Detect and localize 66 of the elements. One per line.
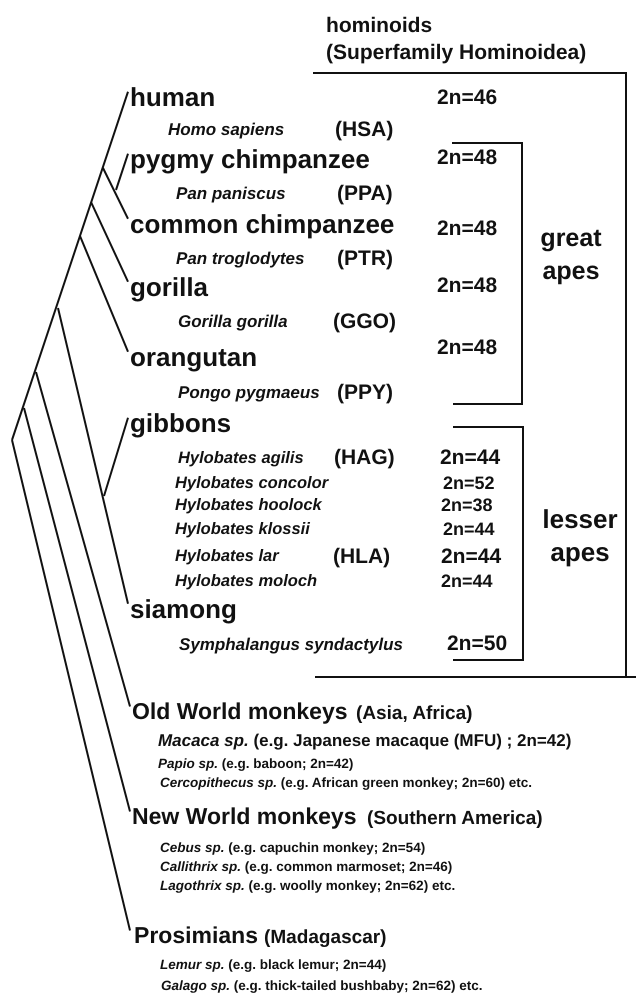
species-code: (HAG)	[334, 445, 395, 471]
taxon-name: pygmy chimpanzee	[130, 144, 370, 176]
chromosome-count: 2n=44	[441, 544, 502, 570]
species-name: Pan troglodytes	[176, 248, 304, 270]
chromosome-count: 2n=38	[441, 495, 493, 517]
species-note: Papio sp. (e.g. baboon; 2n=42)	[158, 756, 354, 772]
species-note: Cebus sp. (e.g. capuchin monkey; 2n=54)	[160, 840, 426, 856]
species-note: Lemur sp. (e.g. black lemur; 2n=44)	[160, 956, 386, 974]
species-name: Hylobates concolor	[175, 474, 328, 494]
group-label: lesser apes	[541, 503, 619, 569]
region-note: (Southern America)	[367, 808, 543, 830]
species-name: Hylobates lar	[175, 547, 279, 567]
species-name: Pongo pygmaeus	[178, 382, 320, 404]
branch-line	[115, 153, 129, 190]
chromosome-count: 2n=48	[437, 273, 498, 299]
species-note: Lagothrix sp. (e.g. woolly monkey; 2n=62) etc.	[160, 878, 456, 894]
branch-line	[90, 202, 129, 282]
branch-line	[11, 440, 131, 931]
region-note: (Asia, Africa)	[356, 702, 472, 726]
branch-line	[11, 91, 129, 440]
group-label: (Superfamily Hominoidea)	[326, 40, 588, 66]
species-name: Pan paniscus	[176, 184, 286, 204]
species-note: Callithrix sp. (e.g. common marmoset; 2n=46)	[160, 858, 452, 876]
taxon-name: gorilla	[130, 272, 208, 304]
chromosome-count: 2n=52	[443, 473, 495, 495]
chromosome-count: 2n=44	[440, 445, 500, 471]
branch-line	[102, 168, 129, 220]
taxon-name: Prosimians	[134, 922, 258, 950]
species-name: Hylobates moloch	[175, 572, 318, 592]
branch-line	[79, 236, 129, 352]
species-note: Galago sp. (e.g. thick-tailed bushbaby; 2n=62) etc.	[161, 978, 482, 994]
chromosome-count: 2n=50	[447, 631, 508, 657]
branch-line	[103, 417, 129, 496]
taxon-name: New World monkeys	[132, 803, 357, 831]
region-note: (Madagascar)	[264, 926, 386, 950]
chromosome-count: 2n=46	[437, 85, 498, 111]
branch-line	[35, 372, 131, 707]
species-name: Homo sapiens	[168, 120, 284, 140]
chromosome-count: 2n=48	[437, 216, 498, 242]
species-code: (PTR)	[337, 246, 393, 272]
taxon-name: orangutan	[130, 342, 258, 374]
species-name: Gorilla gorilla	[178, 312, 288, 332]
taxon-name: human	[130, 82, 216, 114]
taxon-name: gibbons	[130, 408, 232, 440]
species-name: Hylobates hoolock	[175, 496, 322, 516]
taxon-name: siamong	[130, 594, 237, 626]
species-name: Hylobates agilis	[178, 449, 304, 469]
species-name: Symphalangus syndactylus	[179, 634, 403, 656]
species-name: Hylobates klossii	[175, 520, 310, 540]
group-label: great apes	[539, 223, 603, 287]
chromosome-count: 2n=44	[441, 571, 493, 593]
species-note: Macaca sp. (e.g. Japanese macaque (MFU) ; 2n=42)	[158, 730, 572, 752]
chromosome-count: 2n=48	[437, 335, 498, 361]
species-code: (HSA)	[335, 117, 394, 143]
species-code: (GGO)	[333, 309, 396, 335]
branch-line	[23, 408, 131, 812]
chromosome-count: 2n=48	[437, 145, 498, 171]
chromosome-count: 2n=44	[443, 519, 495, 541]
group-label: hominoids	[326, 13, 434, 39]
branch-line	[57, 308, 129, 604]
species-code: (PPA)	[337, 181, 393, 207]
taxon-name: common chimpanzee	[130, 209, 394, 241]
species-note: Cercopithecus sp. (e.g. African green monkey; 2n=60) etc.	[160, 774, 532, 792]
taxon-name: Old World monkeys	[132, 698, 348, 726]
species-code: (HLA)	[333, 544, 390, 570]
species-code: (PPY)	[337, 380, 394, 406]
